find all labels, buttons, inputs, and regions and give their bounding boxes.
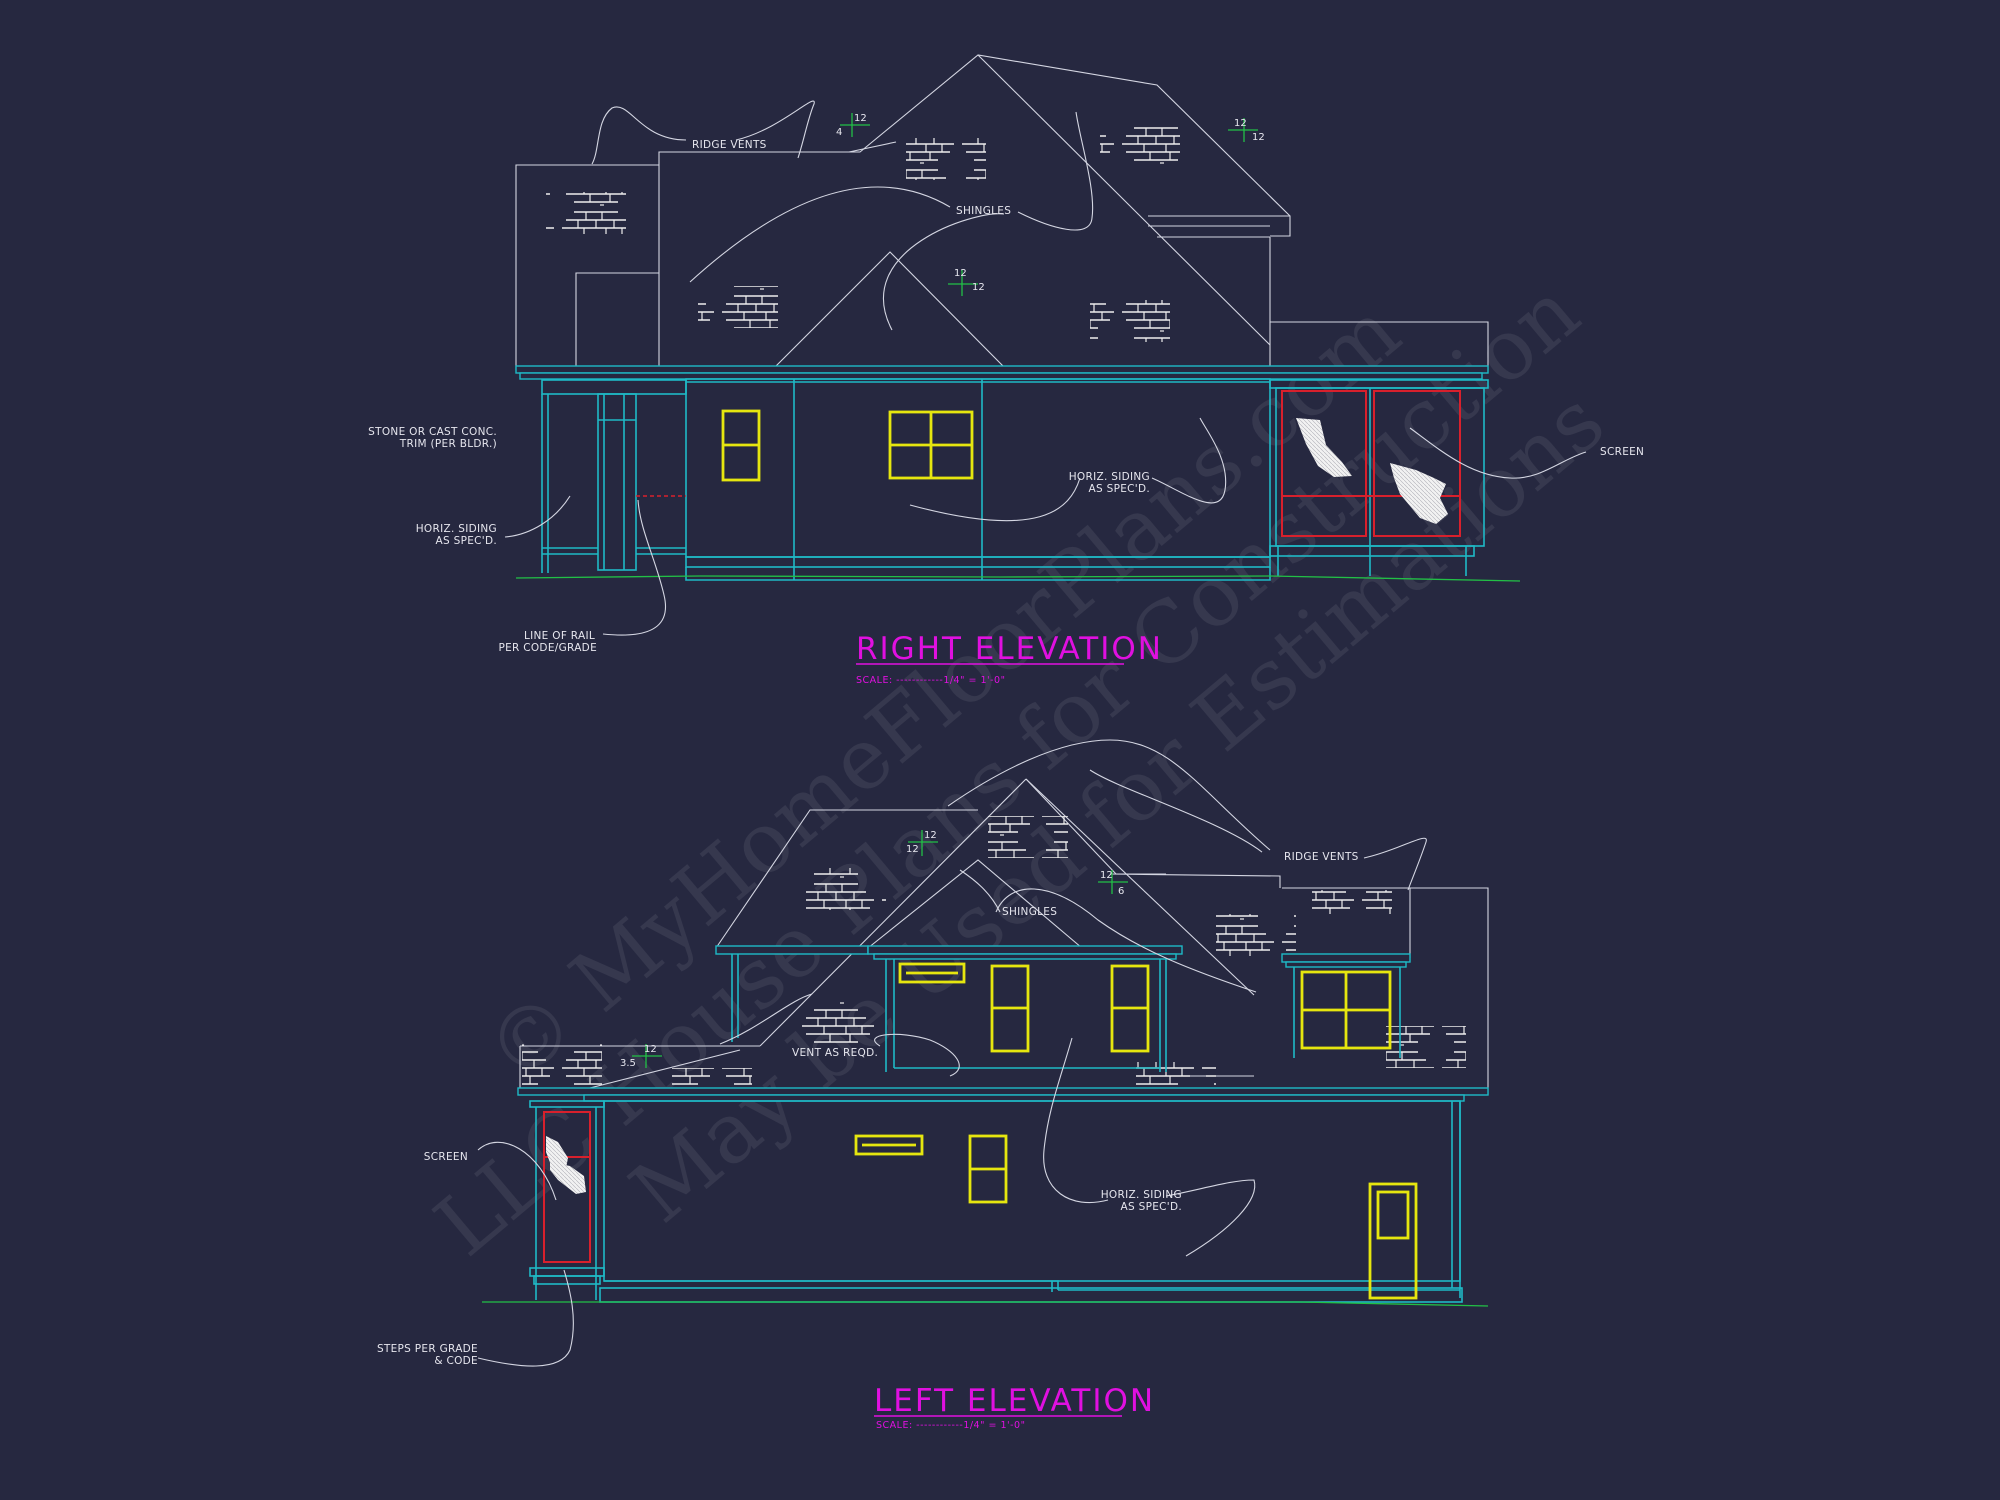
- shingle-patch: [1100, 122, 1180, 164]
- siding-note: AS SPEC'D.: [1121, 1201, 1182, 1213]
- siding-note: HORIZ. SIDING: [1101, 1189, 1182, 1201]
- pitch-run: 12: [1252, 132, 1265, 143]
- shingle-patch: [806, 868, 886, 910]
- stone-trim-note: TRIM (PER BLDR.): [399, 438, 497, 450]
- left-pitch-symbols: 12 12 12 6 12 3.5: [620, 830, 1128, 1069]
- pitch-rise: 4: [836, 127, 842, 138]
- right-elevation-title: RIGHT ELEVATION: [856, 631, 1163, 667]
- shingle-patch: [672, 1068, 752, 1086]
- pitch-rise: 12: [924, 830, 937, 841]
- right-walls: [541, 378, 1489, 581]
- siding-note: HORIZ. SIDING: [1069, 471, 1150, 483]
- pitch-rise: 12: [1234, 118, 1247, 129]
- vent: [854, 1134, 924, 1156]
- left-dormers: [715, 945, 1411, 1072]
- pitch-rise: 12: [954, 268, 967, 279]
- left-elevation: 12 12 12 6 12 3.5 RIDGE VENTS SHINGLES: [377, 739, 1489, 1431]
- left-elevation-scale: SCALE: ------------1/4" = 1'-0": [876, 1420, 1025, 1431]
- shingles-note: SHINGLES: [1002, 906, 1057, 918]
- right-elevation-scale: SCALE: ------------1/4" = 1'-0": [856, 675, 1005, 686]
- shingle-patch: [698, 286, 778, 328]
- ridge-vents-note: RIDGE VENTS: [1284, 851, 1359, 863]
- left-shingle-patches: [522, 816, 1466, 1086]
- shingle-patch: [988, 816, 1068, 858]
- right-shingle-patches: [546, 122, 1180, 342]
- shingle-patch: [1386, 1026, 1466, 1068]
- screen-mesh-icon: [546, 1136, 568, 1168]
- window: [898, 962, 966, 984]
- steps-note: STEPS PER GRADE: [377, 1343, 478, 1355]
- right-screen-panels: [1281, 390, 1461, 537]
- vent-note: VENT AS REQD.: [792, 1047, 878, 1059]
- left-windows: [854, 962, 1418, 1300]
- pitch-run: 3.5: [620, 1058, 636, 1069]
- screen-note: SCREEN: [1600, 446, 1644, 458]
- shingle-patch: [1312, 890, 1392, 914]
- shingles-note: SHINGLES: [956, 205, 1011, 217]
- shingle-patch: [1090, 300, 1170, 342]
- left-notes: RIDGE VENTS SHINGLES VENT AS REQD. SCREE…: [377, 851, 1359, 1367]
- pitch-run: 6: [1118, 886, 1124, 897]
- rail-note: PER CODE/GRADE: [498, 642, 597, 654]
- pitch-run: 12: [972, 282, 985, 293]
- shingle-patch: [1216, 914, 1296, 956]
- pitch-rise: 12: [1100, 870, 1113, 881]
- shingle-patch: [1136, 1062, 1216, 1086]
- right-eave-band: [515, 365, 1489, 380]
- steps-note: & CODE: [434, 1355, 478, 1367]
- left-leaders: [477, 739, 1427, 1367]
- right-windows: [721, 409, 974, 482]
- pitch-run: 12: [906, 844, 919, 855]
- right-leaders: [504, 100, 1587, 636]
- left-grade-line: [482, 1301, 1489, 1307]
- siding-note: AS SPEC'D.: [436, 535, 497, 547]
- right-pitch-symbols: 12 4 12 12 12 12: [836, 113, 1265, 296]
- right-elevation: 12 4 12 12 12 12 RIDGE VENTS SHINGLES: [368, 54, 1644, 686]
- pitch-run: 12: [854, 113, 867, 124]
- shingle-patch: [522, 1044, 602, 1086]
- screen-mesh-icon: [1296, 418, 1352, 477]
- screen-mesh-icon: [1390, 463, 1448, 524]
- watermark-line-2: LLC House Plans for Construction: [417, 262, 1597, 1274]
- right-notes: RIDGE VENTS SHINGLES STONE OR CAST CONC.…: [368, 139, 1644, 654]
- shingle-patch: [906, 138, 986, 180]
- left-eave-band: [517, 1087, 1489, 1102]
- rail-note: LINE OF RAIL: [524, 630, 595, 642]
- ridge-vents-note: RIDGE VENTS: [692, 139, 767, 151]
- right-grade-line: [515, 575, 1521, 582]
- siding-note: HORIZ. SIDING: [416, 523, 497, 535]
- left-roof-outline: [519, 778, 1489, 1095]
- shingle-patch: [796, 1002, 876, 1044]
- siding-note: AS SPEC'D.: [1089, 483, 1150, 495]
- right-roof-outline: [515, 54, 1489, 370]
- screen-note: SCREEN: [424, 1151, 468, 1163]
- pitch-rise: 12: [644, 1044, 657, 1055]
- stone-trim-note: STONE OR CAST CONC.: [368, 426, 497, 438]
- left-elevation-title: LEFT ELEVATION: [874, 1383, 1155, 1419]
- door: [1368, 1182, 1418, 1300]
- screen-mesh-icon: [550, 1162, 586, 1194]
- shingle-patch: [546, 192, 626, 234]
- left-screen-panel: [543, 1111, 591, 1263]
